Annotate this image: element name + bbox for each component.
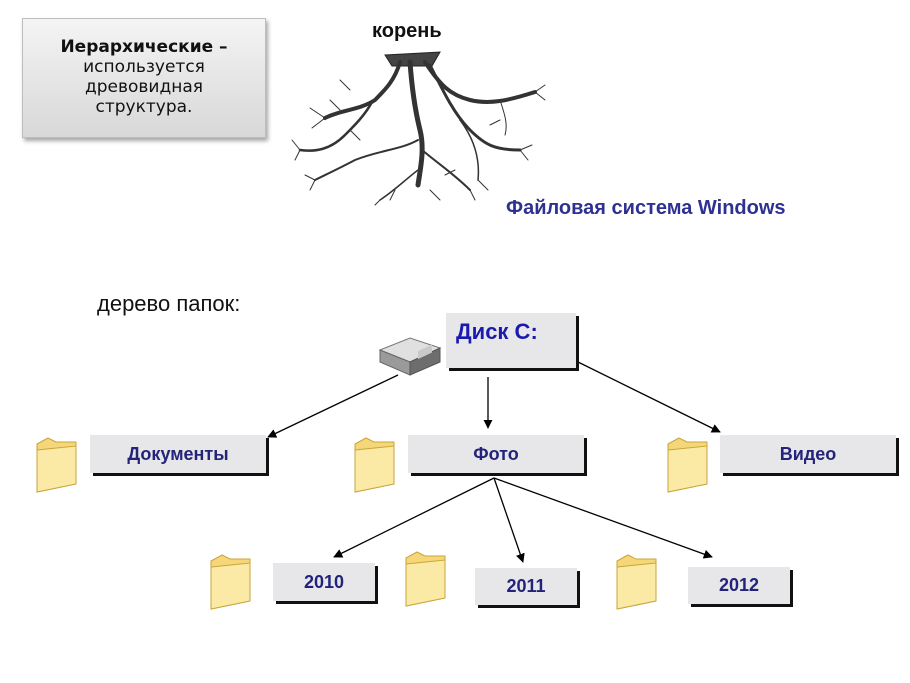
folder-icon: [210, 554, 251, 610]
hard-drive-icon: [378, 337, 442, 376]
roots-illustration: [291, 51, 546, 206]
folder-icon: [354, 437, 395, 493]
folder-node-video[interactable]: Видео: [720, 435, 896, 473]
info-box-title: Иерархические –: [60, 37, 228, 57]
root-label: корень: [372, 20, 442, 42]
folder-node-2012[interactable]: 2012: [688, 567, 790, 604]
info-box-line: используется: [83, 57, 205, 77]
tree-caption: дерево папок:: [97, 291, 241, 316]
folder-icon: [405, 551, 446, 607]
folder-icon: [36, 437, 77, 493]
folder-node-2010[interactable]: 2010: [273, 563, 375, 601]
folder-node-photo[interactable]: Фото: [408, 435, 584, 473]
info-box: Иерархические – используется древовидная…: [22, 18, 266, 138]
info-box-line: структура.: [95, 97, 193, 117]
folder-icon: [616, 554, 657, 610]
folder-node-2011[interactable]: 2011: [475, 568, 577, 605]
info-box-line: древовидная: [84, 77, 203, 97]
disk-c-node[interactable]: Диск С:: [446, 313, 576, 368]
folder-node-documents[interactable]: Документы: [90, 435, 266, 473]
folder-icon: [667, 437, 708, 493]
tree-connectors: [267, 361, 721, 563]
fs-title: Файловая система Windows: [506, 197, 786, 219]
